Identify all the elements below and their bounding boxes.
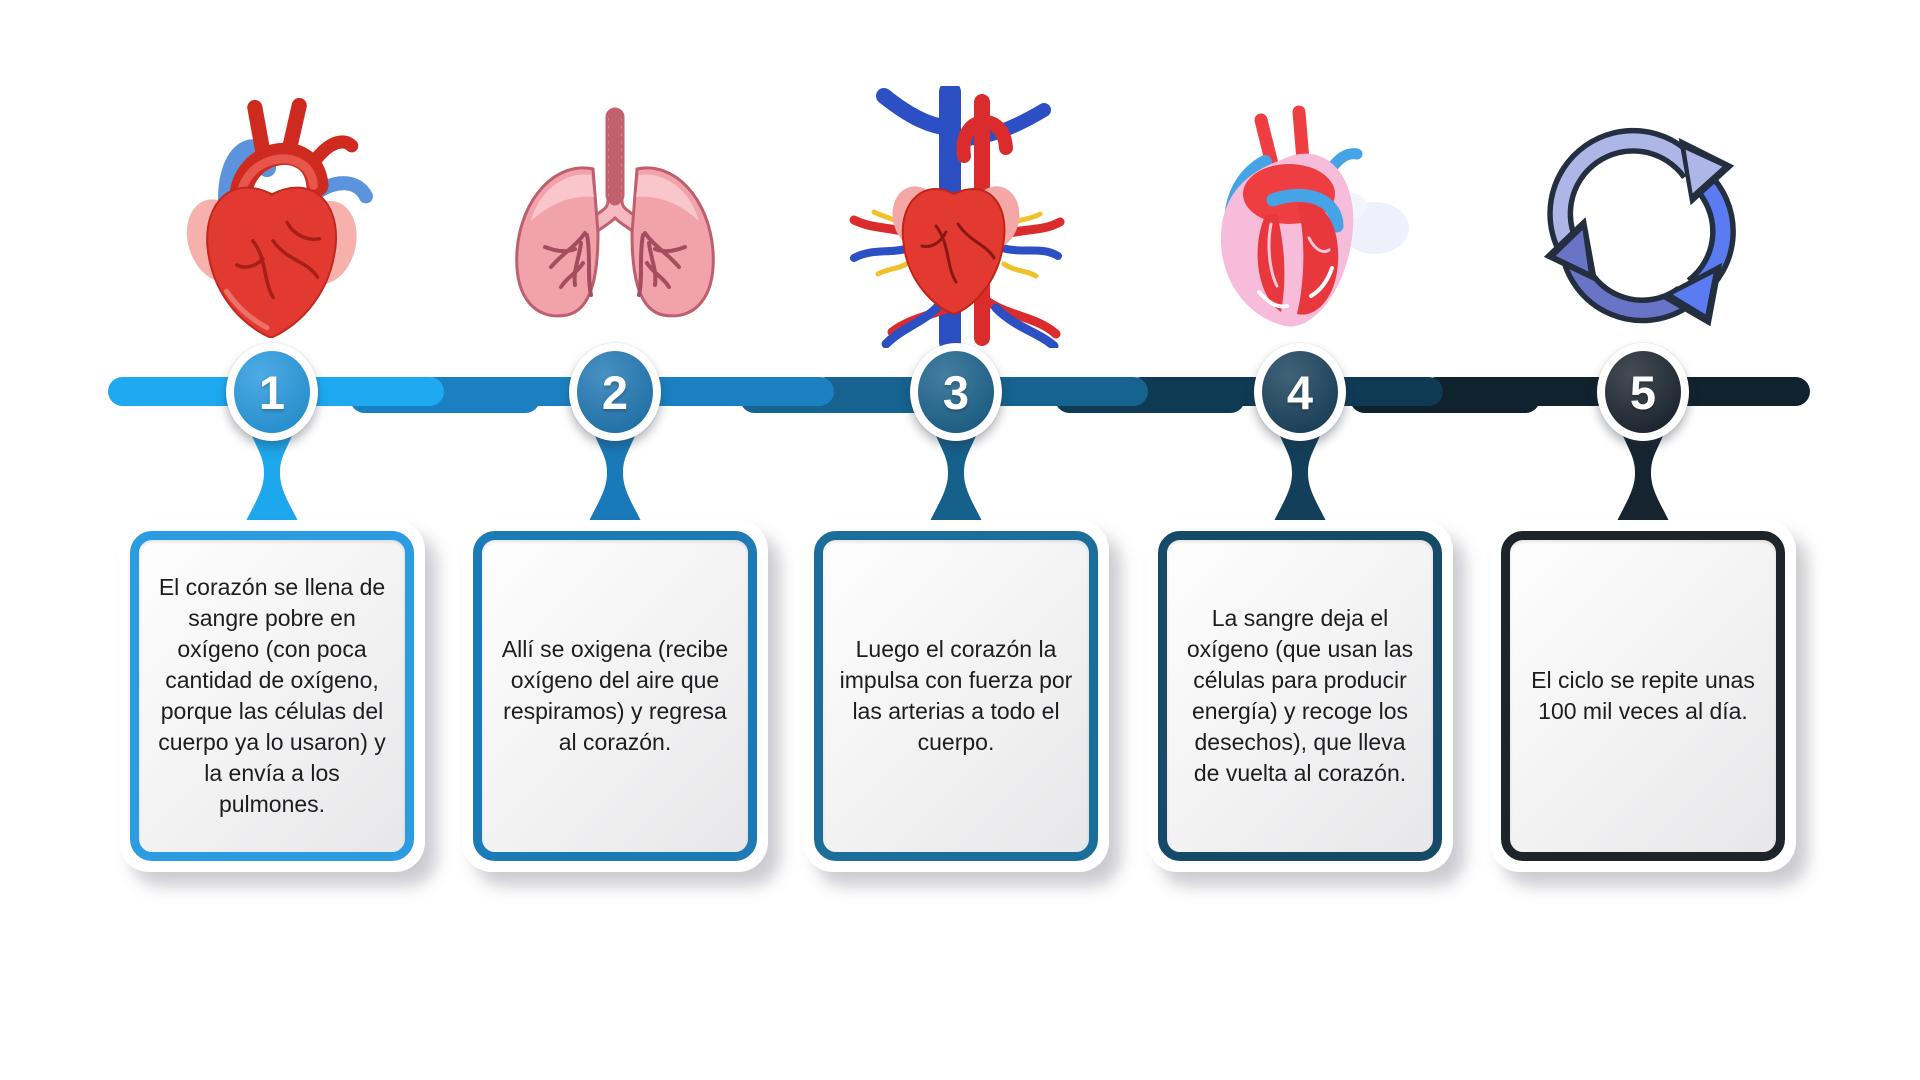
step-number-badge: 1 bbox=[226, 343, 318, 441]
step-card-frame: Luego el corazón la impulsa con fuerza p… bbox=[814, 531, 1098, 861]
connector-teardrop bbox=[930, 431, 982, 521]
connector-teardrop bbox=[1617, 431, 1669, 521]
step-number: 2 bbox=[601, 365, 629, 419]
connector-teardrop bbox=[1274, 431, 1326, 521]
step-card: La sangre deja el oxígeno (que usan las … bbox=[1147, 520, 1453, 872]
step-1: 1 El corazón se llena de sangre pobre en… bbox=[102, 0, 442, 1080]
step-number: 3 bbox=[942, 365, 970, 419]
step-number-badge: 2 bbox=[569, 343, 661, 441]
step-card: Allí se oxigena (recibe oxígeno del aire… bbox=[462, 520, 768, 872]
step-card: El ciclo se repite unas 100 mil veces al… bbox=[1490, 520, 1796, 872]
step-number: 4 bbox=[1286, 365, 1314, 419]
step-3: 3 Luego el corazón la impulsa con fuerza… bbox=[786, 0, 1126, 1080]
step-number-badge: 5 bbox=[1597, 343, 1689, 441]
connector-teardrop bbox=[589, 431, 641, 521]
step-card-frame: La sangre deja el oxígeno (que usan las … bbox=[1158, 531, 1442, 861]
step-text: Allí se oxigena (recibe oxígeno del aire… bbox=[501, 636, 729, 755]
anatomical-heart-icon bbox=[166, 88, 378, 338]
connector-teardrop bbox=[246, 431, 298, 521]
step-card-frame: El corazón se llena de sangre pobre en o… bbox=[130, 531, 414, 861]
step-2: 2 Allí se oxigena (recibe oxígeno del ai… bbox=[445, 0, 785, 1080]
step-card: Luego el corazón la impulsa con fuerza p… bbox=[803, 520, 1109, 872]
step-text: La sangre deja el oxígeno (que usan las … bbox=[1186, 605, 1414, 786]
step-number-badge: 3 bbox=[910, 343, 1002, 441]
step-card: El corazón se llena de sangre pobre en o… bbox=[119, 520, 425, 872]
step-text: El ciclo se repite unas 100 mil veces al… bbox=[1531, 667, 1755, 724]
step-5: 5 El ciclo se repite unas 100 mil veces … bbox=[1473, 0, 1813, 1080]
step-card-frame: El ciclo se repite unas 100 mil veces al… bbox=[1501, 531, 1785, 861]
step-4: 4 La sangre deja el oxígeno (que usan la… bbox=[1130, 0, 1470, 1080]
step-number: 1 bbox=[258, 365, 286, 419]
step-text: Luego el corazón la impulsa con fuerza p… bbox=[839, 636, 1073, 755]
step-number: 5 bbox=[1629, 365, 1657, 419]
lungs-icon bbox=[495, 104, 735, 336]
step-number-badge: 4 bbox=[1254, 343, 1346, 441]
heart-oxygen-exchange-icon bbox=[1185, 98, 1415, 348]
step-card-frame: Allí se oxigena (recibe oxígeno del aire… bbox=[473, 531, 757, 861]
heart-vessels-icon bbox=[845, 86, 1067, 348]
step-text: El corazón se llena de sangre pobre en o… bbox=[158, 574, 386, 817]
cycle-arrows-icon bbox=[1543, 122, 1743, 350]
